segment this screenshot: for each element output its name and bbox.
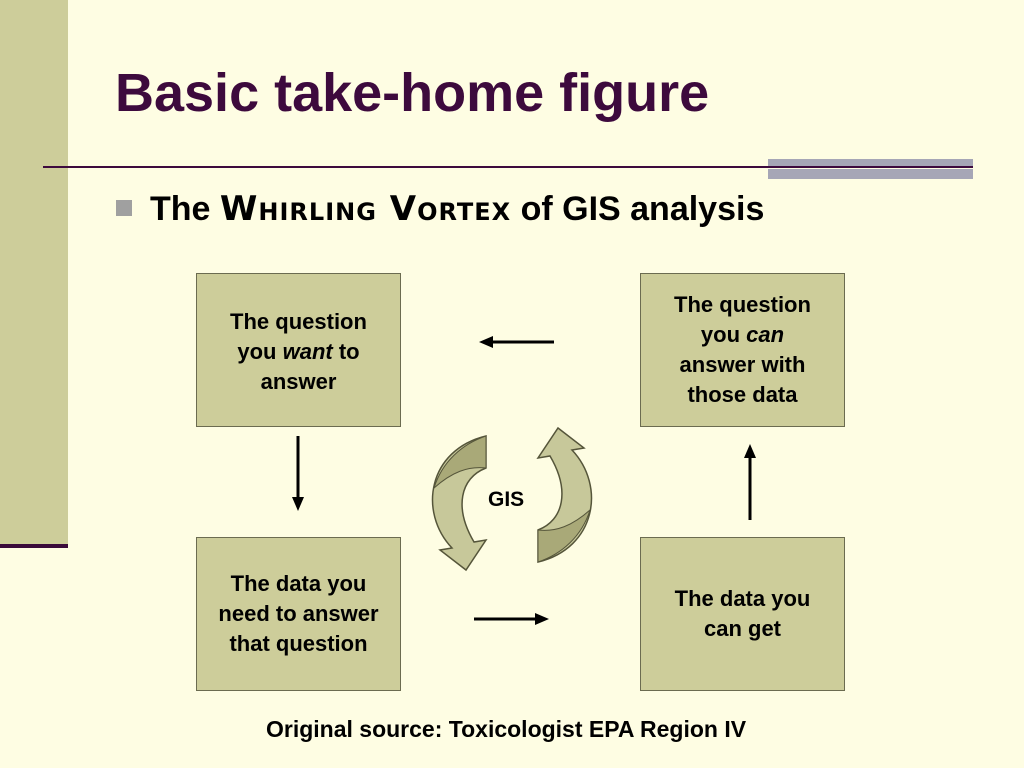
bullet-prefix: The [150, 190, 211, 228]
arrow-down-icon [292, 436, 304, 511]
box-can-line4: those data [687, 382, 798, 407]
box-get-line1: The data you [674, 586, 811, 611]
box-want-text: The question you want to answer [230, 307, 367, 397]
box-want-line2a: you [237, 339, 283, 364]
bullet-suffix: of GIS analysis [520, 190, 765, 228]
cycle-arrow-left-icon [431, 435, 488, 572]
box-need-line2: need to answer [218, 601, 379, 626]
cycle-arrow-right-icon [536, 426, 593, 563]
left-accent-rule [0, 544, 68, 548]
title-accent-bar-top [768, 159, 973, 166]
bullet-emphasis: Whirling Vortex [219, 189, 512, 229]
box-can-emphasis: can [746, 322, 785, 347]
box-want-line1: The question [230, 309, 367, 334]
box-question-you-can: The question you can answer with those d… [640, 273, 845, 427]
box-data-you-need: The data you need to answer that questio… [196, 537, 401, 691]
bullet-text: The Whirling Vortex of GIS analysis [150, 189, 764, 229]
slide-title: Basic take-home figure [115, 63, 710, 123]
box-can-line2a: you [700, 322, 747, 347]
box-question-you-want: The question you want to answer [196, 273, 401, 427]
title-divider [43, 166, 973, 168]
arrow-up-icon [744, 444, 756, 520]
box-can-text: The question you can answer with those d… [674, 290, 811, 410]
box-need-line1: The data you [230, 571, 367, 596]
left-accent-band [0, 0, 68, 545]
box-get-line2: can get [703, 616, 782, 641]
box-need-text: The data you need to answer that questio… [218, 569, 378, 659]
bullet-square-icon [116, 200, 132, 216]
gis-center-label: GIS [488, 488, 525, 511]
box-need-line3: that question [229, 631, 368, 656]
arrow-right-icon [474, 613, 549, 625]
title-accent-bar-bottom [768, 169, 973, 179]
source-citation: Original source: Toxicologist EPA Region… [266, 716, 747, 742]
box-data-you-can-get: The data you can get [640, 537, 845, 691]
box-want-line3: answer [260, 369, 337, 394]
box-want-line2b: to [332, 339, 360, 364]
box-can-line3: answer with [679, 352, 806, 377]
box-can-line1: The question [674, 292, 811, 317]
box-get-text: The data you can get [675, 584, 811, 644]
arrow-left-icon [479, 336, 554, 348]
box-want-emphasis: want [282, 339, 333, 364]
